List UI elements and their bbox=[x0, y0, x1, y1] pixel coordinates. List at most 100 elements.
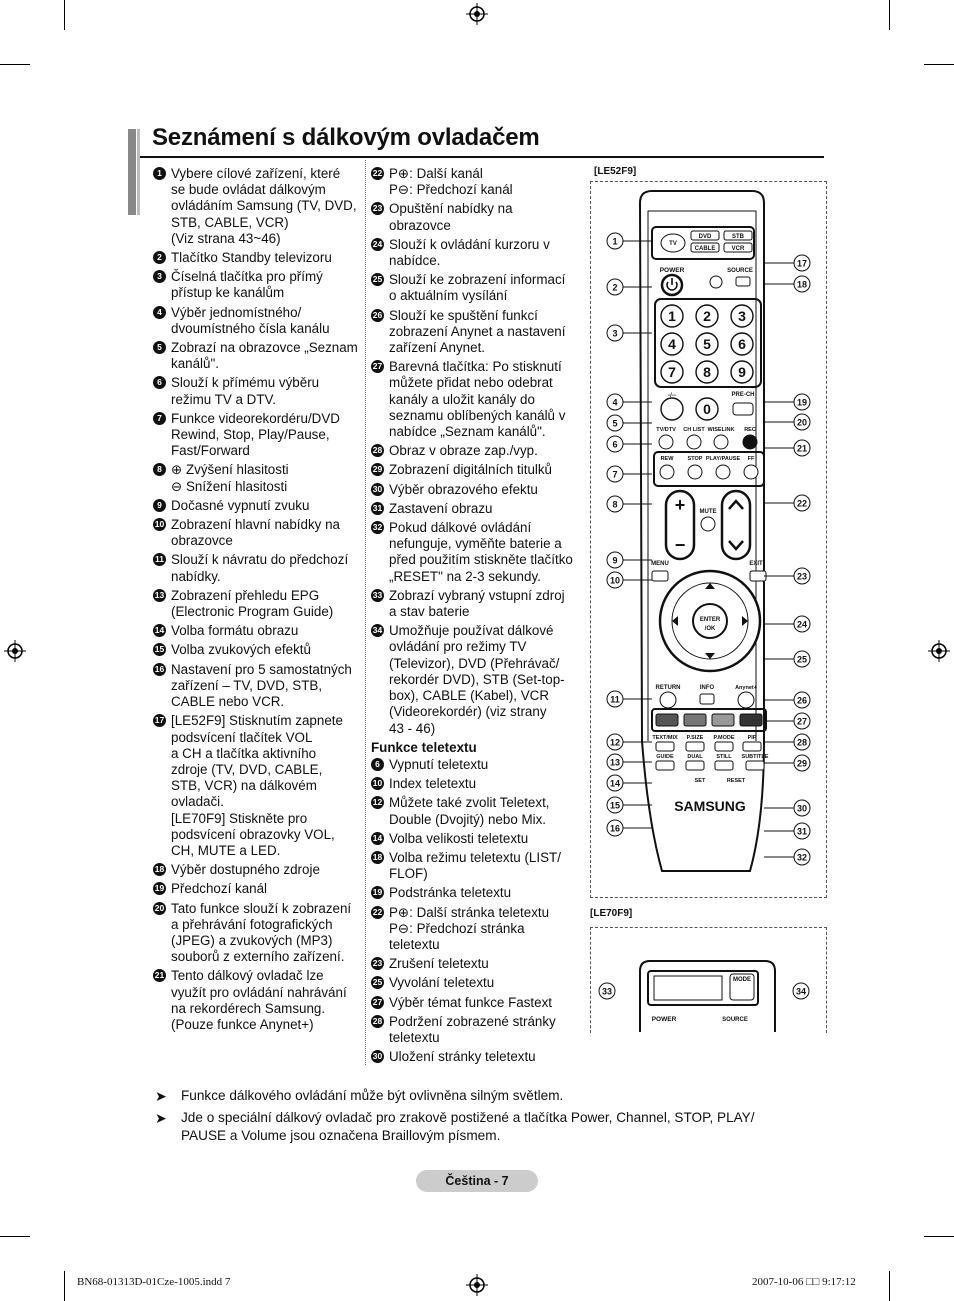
digit-label: 0 bbox=[703, 401, 711, 417]
title-accent-bar bbox=[137, 129, 140, 215]
model-label-le70f9: [LE70F9] bbox=[590, 908, 633, 919]
item-text: Uložení stránky teletextu bbox=[389, 1049, 536, 1065]
dash-button bbox=[660, 397, 684, 421]
item-text: Volba formátu obrazu bbox=[171, 623, 299, 639]
item-number-badge: 26 bbox=[371, 308, 384, 322]
callout-label: 29 bbox=[797, 759, 807, 769]
source-button-label: CABLE bbox=[695, 246, 716, 252]
callout-label: 5 bbox=[612, 419, 617, 429]
item-number-badge: 24 bbox=[371, 237, 384, 251]
function-label: CH LIST bbox=[683, 427, 705, 433]
item-text: Výběr dostupného zdroje bbox=[171, 862, 320, 878]
teletext-function-label: PIP bbox=[748, 735, 757, 741]
teletext-function-label: TEXT/MIX bbox=[652, 735, 678, 741]
source-button bbox=[723, 230, 753, 241]
item-number-badge: 23 bbox=[371, 957, 384, 971]
footer-file: BN68-01313D-01Cze-1005.indd 7 bbox=[77, 1276, 231, 1288]
menu-label: MENU bbox=[651, 561, 669, 567]
item-number-badge: 18 bbox=[153, 863, 166, 877]
exit-label: EXIT bbox=[749, 561, 763, 567]
crop-mark bbox=[924, 1236, 954, 1237]
item-text: Vyvolání teletextu bbox=[389, 975, 495, 991]
digit-button bbox=[660, 360, 684, 384]
item-text: P⊕: Další kanál P⊖: Předchozí kanál bbox=[389, 166, 513, 198]
description-item: 30 Výběr obrazového efektu bbox=[371, 482, 586, 498]
item-number-badge: 8 bbox=[153, 463, 166, 477]
item-text: Index teletextu bbox=[389, 776, 477, 792]
lcd-display bbox=[653, 975, 723, 1001]
teletext-heading: Funkce teletextu bbox=[371, 739, 477, 755]
lcd-frame bbox=[647, 970, 759, 1006]
color-button bbox=[655, 713, 679, 727]
item-text: P⊕: Další stránka teletextu P⊖: Předchoz… bbox=[389, 904, 550, 952]
item-number-badge: 6 bbox=[153, 376, 166, 390]
exit-button bbox=[749, 570, 767, 582]
item-number-badge: 34 bbox=[371, 624, 384, 638]
teletext-function-button bbox=[714, 741, 734, 752]
callout-label: 17 bbox=[797, 259, 807, 269]
color-button bbox=[711, 713, 735, 727]
transport-button bbox=[743, 464, 759, 480]
registration-mark-icon bbox=[466, 1274, 488, 1296]
item-text: Podstránka teletextu bbox=[389, 885, 512, 901]
set-label: SET bbox=[695, 778, 706, 784]
source-button bbox=[690, 242, 720, 253]
enter-button bbox=[692, 603, 728, 639]
source-button-group bbox=[651, 226, 755, 260]
volume-up-icon: + bbox=[675, 495, 686, 515]
note-item: ➤Funkce dálkového ovládání může být ovli… bbox=[155, 1087, 795, 1105]
item-text: Výběr obrazového efektu bbox=[389, 481, 538, 497]
menu-button bbox=[651, 570, 669, 582]
function-button bbox=[745, 760, 765, 771]
footer-date: 2007-10-06 □□ 9:17:12 bbox=[752, 1276, 856, 1288]
item-text: Tento dálkový ovladač lze využít pro ovl… bbox=[171, 968, 347, 1032]
function-label: WISELINK bbox=[708, 427, 735, 433]
item-number-badge: 27 bbox=[371, 360, 384, 374]
callout-label: 11 bbox=[610, 695, 620, 705]
item-number-badge: 16 bbox=[153, 662, 166, 676]
anynet-label: Anynet+ bbox=[735, 685, 757, 691]
item-text: Vybere cílové zařízení, které se bude ov… bbox=[171, 166, 357, 246]
callout-label: 31 bbox=[797, 827, 807, 837]
item-number-badge: 18 bbox=[371, 850, 384, 864]
source-label: SOURCE bbox=[727, 268, 753, 274]
digit-label: 8 bbox=[703, 364, 711, 380]
item-number-badge: 32 bbox=[371, 521, 384, 535]
description-item: 22 P⊕: Další stránka teletextu P⊖: Předch… bbox=[371, 905, 586, 954]
crop-mark bbox=[889, 1271, 890, 1301]
dpad-left-icon bbox=[672, 616, 678, 626]
function-label: DUAL bbox=[687, 754, 703, 760]
item-number-badge: 22 bbox=[371, 905, 384, 919]
item-text: ⊕ Zvýšení hlasitosti ⊖ Snížení hlasitost… bbox=[171, 462, 289, 494]
callout-number bbox=[598, 982, 616, 1000]
item-text: Zrušení teletextu bbox=[389, 956, 489, 972]
item-text: Slouží ke spuštění funkcí zobrazení Anyn… bbox=[389, 307, 566, 356]
item-number-badge: 4 bbox=[153, 305, 166, 319]
description-item: 26 Slouží ke spuštění funkcí zobrazení An… bbox=[371, 308, 586, 357]
callout-label: 22 bbox=[797, 499, 807, 509]
transport-button bbox=[659, 464, 675, 480]
callout-label: 6 bbox=[612, 440, 617, 450]
item-number-badge: 30 bbox=[371, 482, 384, 496]
digit-label: 7 bbox=[668, 364, 676, 380]
digit-button bbox=[695, 397, 719, 421]
crop-mark bbox=[0, 1236, 30, 1237]
item-number-badge: 15 bbox=[153, 643, 166, 657]
page-title: Seznámení s dálkovým ovladačem bbox=[152, 124, 540, 151]
digit-label: 9 bbox=[738, 364, 746, 380]
item-text: Slouží k návratu do předchozí nabídky. bbox=[171, 552, 349, 584]
callout-label: 9 bbox=[612, 556, 617, 566]
